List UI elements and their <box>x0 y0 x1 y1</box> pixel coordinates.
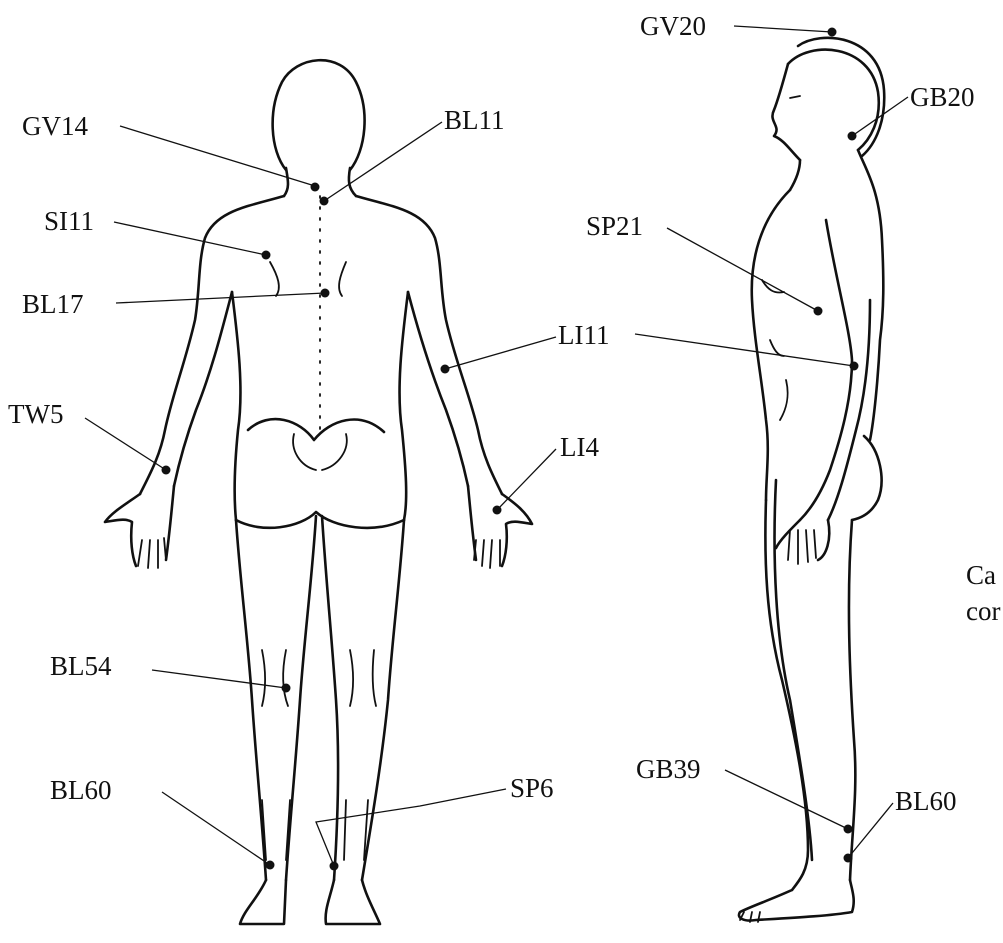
label-bl60-side: BL60 <box>895 786 957 816</box>
label-tw5: TW5 <box>8 399 63 429</box>
point-marker-bl54 <box>282 684 291 693</box>
point-marker-gb20 <box>848 132 857 141</box>
label-bl17: BL17 <box>22 289 84 319</box>
label-sp6: SP6 <box>510 773 554 803</box>
label-sp21: SP21 <box>586 211 643 241</box>
point-marker-li11-front <box>441 365 450 374</box>
point-marker-sp6 <box>330 862 339 871</box>
label-gv14: GV14 <box>22 111 88 141</box>
label-li11: LI11 <box>558 320 609 350</box>
label-bl11: BL11 <box>444 105 505 135</box>
caption-line-1: Ca <box>966 560 996 590</box>
label-si11: SI11 <box>44 206 94 236</box>
label-gb20: GB20 <box>910 82 975 112</box>
point-marker-sp21 <box>814 307 823 316</box>
point-marker-tw5 <box>162 466 171 475</box>
label-bl60-front: BL60 <box>50 775 112 805</box>
label-gv20: GV20 <box>640 11 706 41</box>
point-marker-bl17 <box>321 289 330 298</box>
point-marker-gv20 <box>828 28 837 37</box>
point-labels: GV14 BL11 SI11 BL17 LI11 TW5 LI4 BL54 BL… <box>8 11 975 816</box>
caption-line-2: cor <box>966 596 1000 626</box>
point-marker-bl60-front <box>266 861 275 870</box>
point-marker-bl11 <box>320 197 329 206</box>
front-view-annotations <box>85 122 556 871</box>
point-marker-li4 <box>493 506 502 515</box>
point-marker-si11 <box>262 251 271 260</box>
side-view-figure <box>739 38 884 922</box>
label-li4: LI4 <box>560 432 599 462</box>
label-gb39: GB39 <box>636 754 701 784</box>
point-marker-gv14 <box>311 183 320 192</box>
point-marker-gb39 <box>844 825 853 834</box>
point-marker-li11-side <box>850 362 859 371</box>
caption: Ca cor <box>966 560 1000 626</box>
point-marker-bl60-side <box>844 854 853 863</box>
label-bl54: BL54 <box>50 651 112 681</box>
